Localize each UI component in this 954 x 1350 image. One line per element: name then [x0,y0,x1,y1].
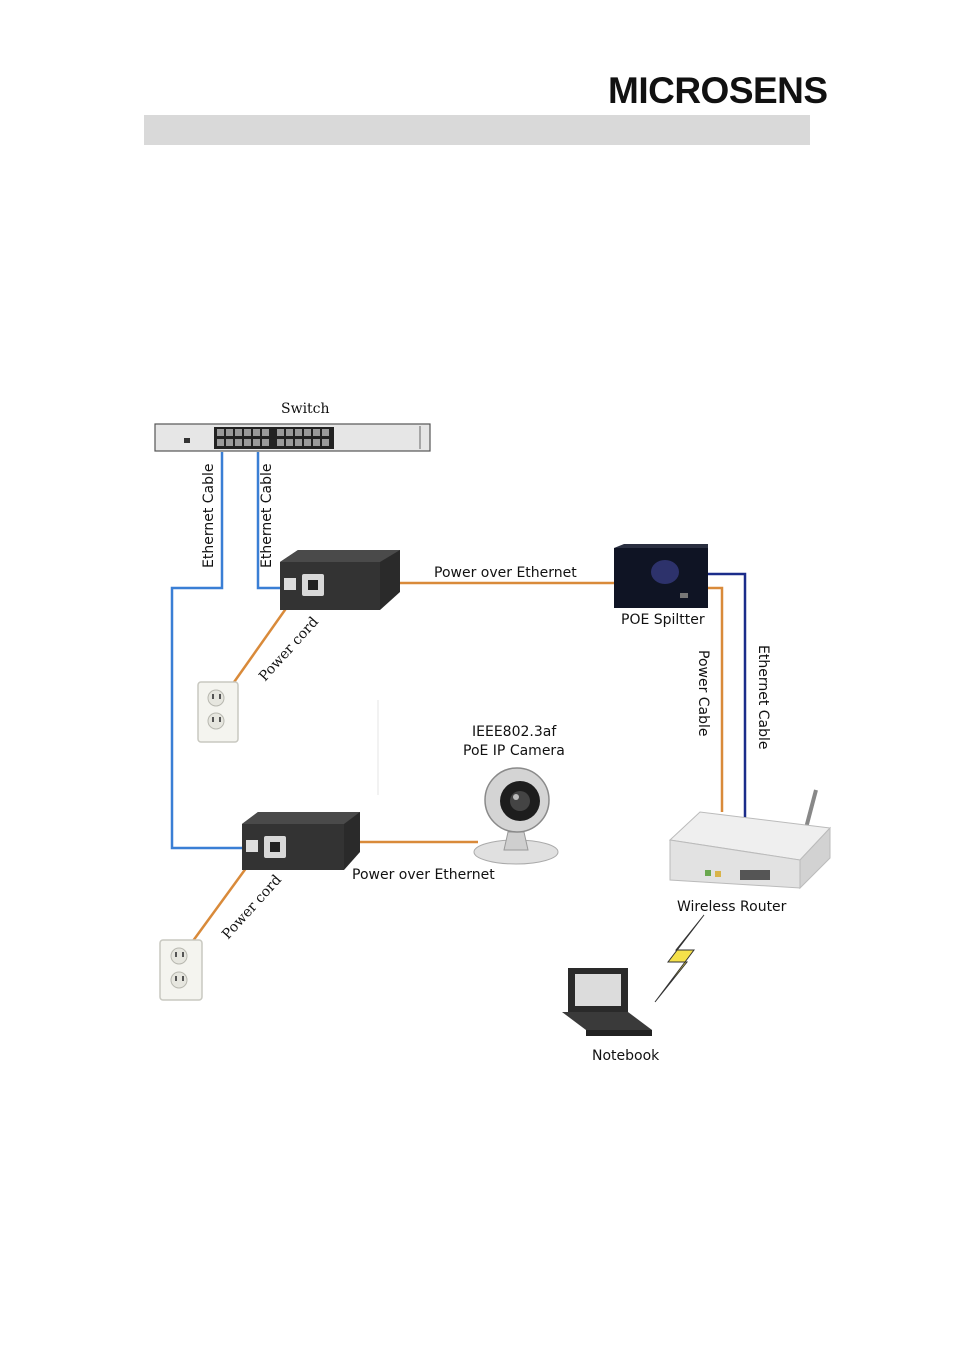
poe-injector-top [280,550,400,610]
power-cord-top-line [230,599,294,686]
header-bar [144,115,810,145]
power-cable-label: Power Cable [695,650,711,737]
poe-injector-bottom [242,812,360,870]
power-cord-label-top: Power cord [256,614,322,685]
power-outlet-bottom [159,939,203,1001]
poe-label-bottom: Power over Ethernet [352,867,495,883]
camera-label-line2: PoE IP Camera [463,743,565,759]
switch-label: Switch [281,401,330,417]
poe-splitter-device [614,544,708,608]
poe-splitter-label: POE Spiltter [621,612,705,628]
switch-device [154,423,431,452]
wireless-router-label: Wireless Router [677,899,787,915]
ip-camera-device [473,767,559,865]
power-cord-label-bottom: Power cord [219,872,285,943]
poe-label-top: Power over Ethernet [434,565,577,581]
notebook-label: Notebook [592,1048,660,1064]
ethernet-cable-router [708,572,747,818]
wireless-signal-icon [654,914,705,1003]
power-outlet-top [197,681,239,743]
camera-label-line1: IEEE802.3af [472,724,557,740]
ethernet-cable-router-label: Ethernet Cable [755,645,771,750]
power-cord-bottom-line [188,859,254,946]
ethernet-cable-short [256,452,282,590]
ethernet-cable-long [170,452,242,850]
notebook-device [562,968,652,1036]
microsens-logo: MICROSENS [608,70,828,111]
power-cable-router [708,586,724,812]
ethernet-cable-label-left: Ethernet Cable [201,463,217,568]
wireless-router-device [668,789,832,890]
ethernet-cable-label-right: Ethernet Cable [259,463,275,568]
